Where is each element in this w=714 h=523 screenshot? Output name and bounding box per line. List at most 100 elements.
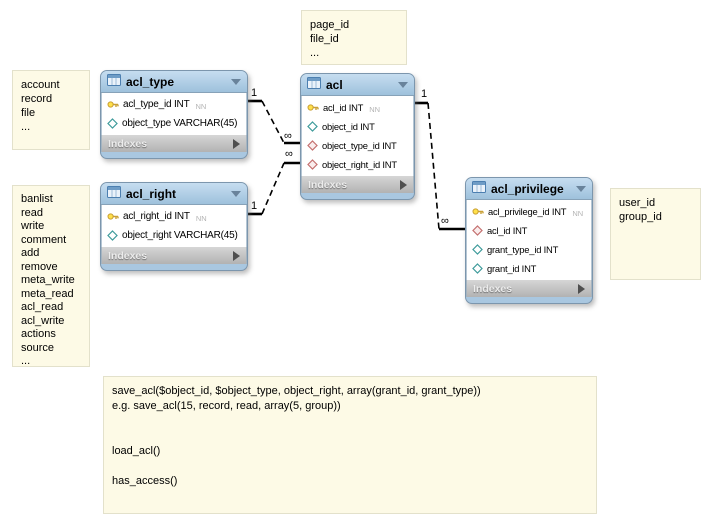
table-columns: acl_privilege_id INT NN acl_id INT grant…	[466, 200, 592, 280]
indexes-section[interactable]: Indexes	[466, 280, 592, 297]
expand-arrow-icon[interactable]	[577, 283, 585, 294]
column-row[interactable]: grant_type_id INT	[467, 240, 591, 259]
column-row[interactable]: object_right VARCHAR(45)	[102, 226, 246, 245]
note-line: user_id	[619, 197, 656, 209]
table-title: acl	[326, 77, 343, 92]
column-label: object_type_id INT	[322, 140, 397, 151]
column-row[interactable]: acl_id INT NN	[302, 98, 413, 117]
not-null-flag: NN	[369, 105, 381, 114]
cardinality-many-label: ∞	[284, 130, 292, 142]
column-label: acl_type_id INT	[123, 99, 190, 110]
column-row[interactable]: object_id INT	[302, 117, 413, 136]
column-label: object_right VARCHAR(45)	[122, 230, 238, 241]
note-grant-types[interactable]: user_id group_id	[610, 188, 701, 280]
foreign-key-diamond-icon	[472, 225, 483, 236]
collapse-arrow-icon[interactable]	[231, 78, 241, 86]
expand-arrow-icon[interactable]	[399, 179, 407, 190]
column-row[interactable]: object_type_id INT	[302, 136, 413, 155]
cardinality-many-label: ∞	[285, 148, 293, 160]
column-diamond-icon	[107, 118, 118, 129]
note-line: meta_read	[21, 287, 74, 300]
column-diamond-icon	[107, 230, 118, 241]
note-line: source	[21, 341, 55, 354]
note-line: ...	[21, 355, 31, 367]
indexes-label: Indexes	[308, 178, 348, 191]
connector-acl-aclprivilege[interactable]: 1 ∞	[413, 88, 466, 231]
column-label: acl_id INT	[487, 225, 528, 236]
collapse-arrow-icon[interactable]	[231, 190, 241, 198]
table-title: acl_type	[126, 74, 175, 89]
note-api-functions[interactable]: save_acl($object_id, $object_type, objec…	[103, 376, 597, 514]
note-line: has_access()	[112, 475, 178, 487]
note-object-ids[interactable]: page_id file_id ...	[301, 10, 407, 65]
foreign-key-diamond-icon	[307, 159, 318, 170]
column-row[interactable]: grant_id INT	[467, 259, 591, 278]
not-null-flag: NN	[195, 214, 207, 223]
table-header[interactable]: acl_right	[101, 183, 247, 205]
indexes-section[interactable]: Indexes	[101, 135, 247, 152]
table-columns: acl_id INT NN object_id INT object_type_…	[301, 96, 414, 176]
column-label: grant_id INT	[487, 263, 537, 274]
table-acl[interactable]: acl acl_id INT NN object_id INT object_t…	[300, 73, 415, 200]
indexes-section[interactable]: Indexes	[301, 176, 414, 193]
table-acl-privilege[interactable]: acl_privilege acl_privilege_id INT NN ac…	[465, 177, 593, 304]
indexes-section[interactable]: Indexes	[101, 247, 247, 264]
cardinality-one-label: 1	[251, 200, 257, 212]
connector-acltype-acl[interactable]: 1 ∞	[248, 87, 301, 145]
not-null-flag: NN	[195, 102, 207, 111]
column-row[interactable]: acl_privilege_id INT NN	[467, 202, 591, 221]
table-columns: acl_type_id INT NN object_type VARCHAR(4…	[101, 93, 247, 135]
note-line: acl_write	[21, 314, 65, 327]
note-line: account	[21, 79, 60, 91]
note-line: add	[21, 247, 40, 259]
column-label: acl_right_id INT	[123, 211, 190, 222]
column-diamond-icon	[472, 263, 483, 274]
table-columns: acl_right_id INT NN object_right VARCHAR…	[101, 205, 247, 247]
column-row[interactable]: acl_right_id INT NN	[102, 207, 246, 226]
table-header[interactable]: acl_privilege	[466, 178, 592, 200]
collapse-arrow-icon[interactable]	[398, 81, 408, 89]
note-line	[112, 459, 588, 474]
table-icon	[107, 186, 121, 201]
note-line: read	[21, 206, 44, 219]
table-acl-type[interactable]: acl_type acl_type_id INT NN object_type …	[100, 70, 248, 159]
indexes-label: Indexes	[108, 249, 148, 262]
collapse-arrow-icon[interactable]	[576, 185, 586, 193]
expand-arrow-icon[interactable]	[232, 138, 240, 149]
note-line: group_id	[619, 211, 662, 223]
column-row[interactable]: acl_id INT	[467, 221, 591, 240]
cardinality-one-label: 1	[421, 88, 427, 100]
primary-key-icon	[307, 102, 319, 113]
table-acl-right[interactable]: acl_right acl_right_id INT NN object_rig…	[100, 182, 248, 271]
table-header[interactable]: acl_type	[101, 71, 247, 93]
note-line: acl_read	[21, 301, 64, 313]
note-line: meta_write	[21, 274, 75, 286]
note-line	[112, 414, 588, 429]
note-object-types[interactable]: account record file ...	[12, 70, 90, 150]
column-label: grant_type_id INT	[487, 244, 559, 255]
table-title: acl_right	[126, 186, 177, 201]
note-line: file	[21, 107, 36, 119]
column-diamond-icon	[307, 121, 318, 132]
note-line: e.g. save_acl(15, record, read, array(5,…	[112, 400, 341, 412]
primary-key-icon	[472, 206, 484, 217]
expand-arrow-icon[interactable]	[232, 250, 240, 261]
cardinality-many-label: ∞	[441, 215, 449, 227]
note-line: page_id	[310, 19, 350, 31]
table-header[interactable]: acl	[301, 74, 414, 96]
primary-key-icon	[107, 99, 119, 110]
column-row[interactable]: object_right_id INT	[302, 155, 413, 174]
cardinality-one-label: 1	[251, 87, 257, 99]
note-line: banlist	[21, 193, 53, 205]
table-icon	[472, 181, 486, 196]
note-line: ...	[310, 47, 320, 59]
connector-aclright-acl[interactable]: 1 ∞	[248, 148, 301, 216]
column-row[interactable]: object_type VARCHAR(45)	[102, 114, 246, 133]
column-row[interactable]: acl_type_id INT NN	[102, 95, 246, 114]
note-line: write	[21, 220, 45, 232]
primary-key-icon	[107, 211, 119, 222]
note-rights-list[interactable]: banlist read write comment add remove me…	[12, 185, 90, 367]
column-label: object_id INT	[322, 121, 375, 132]
note-line: record	[21, 93, 53, 105]
